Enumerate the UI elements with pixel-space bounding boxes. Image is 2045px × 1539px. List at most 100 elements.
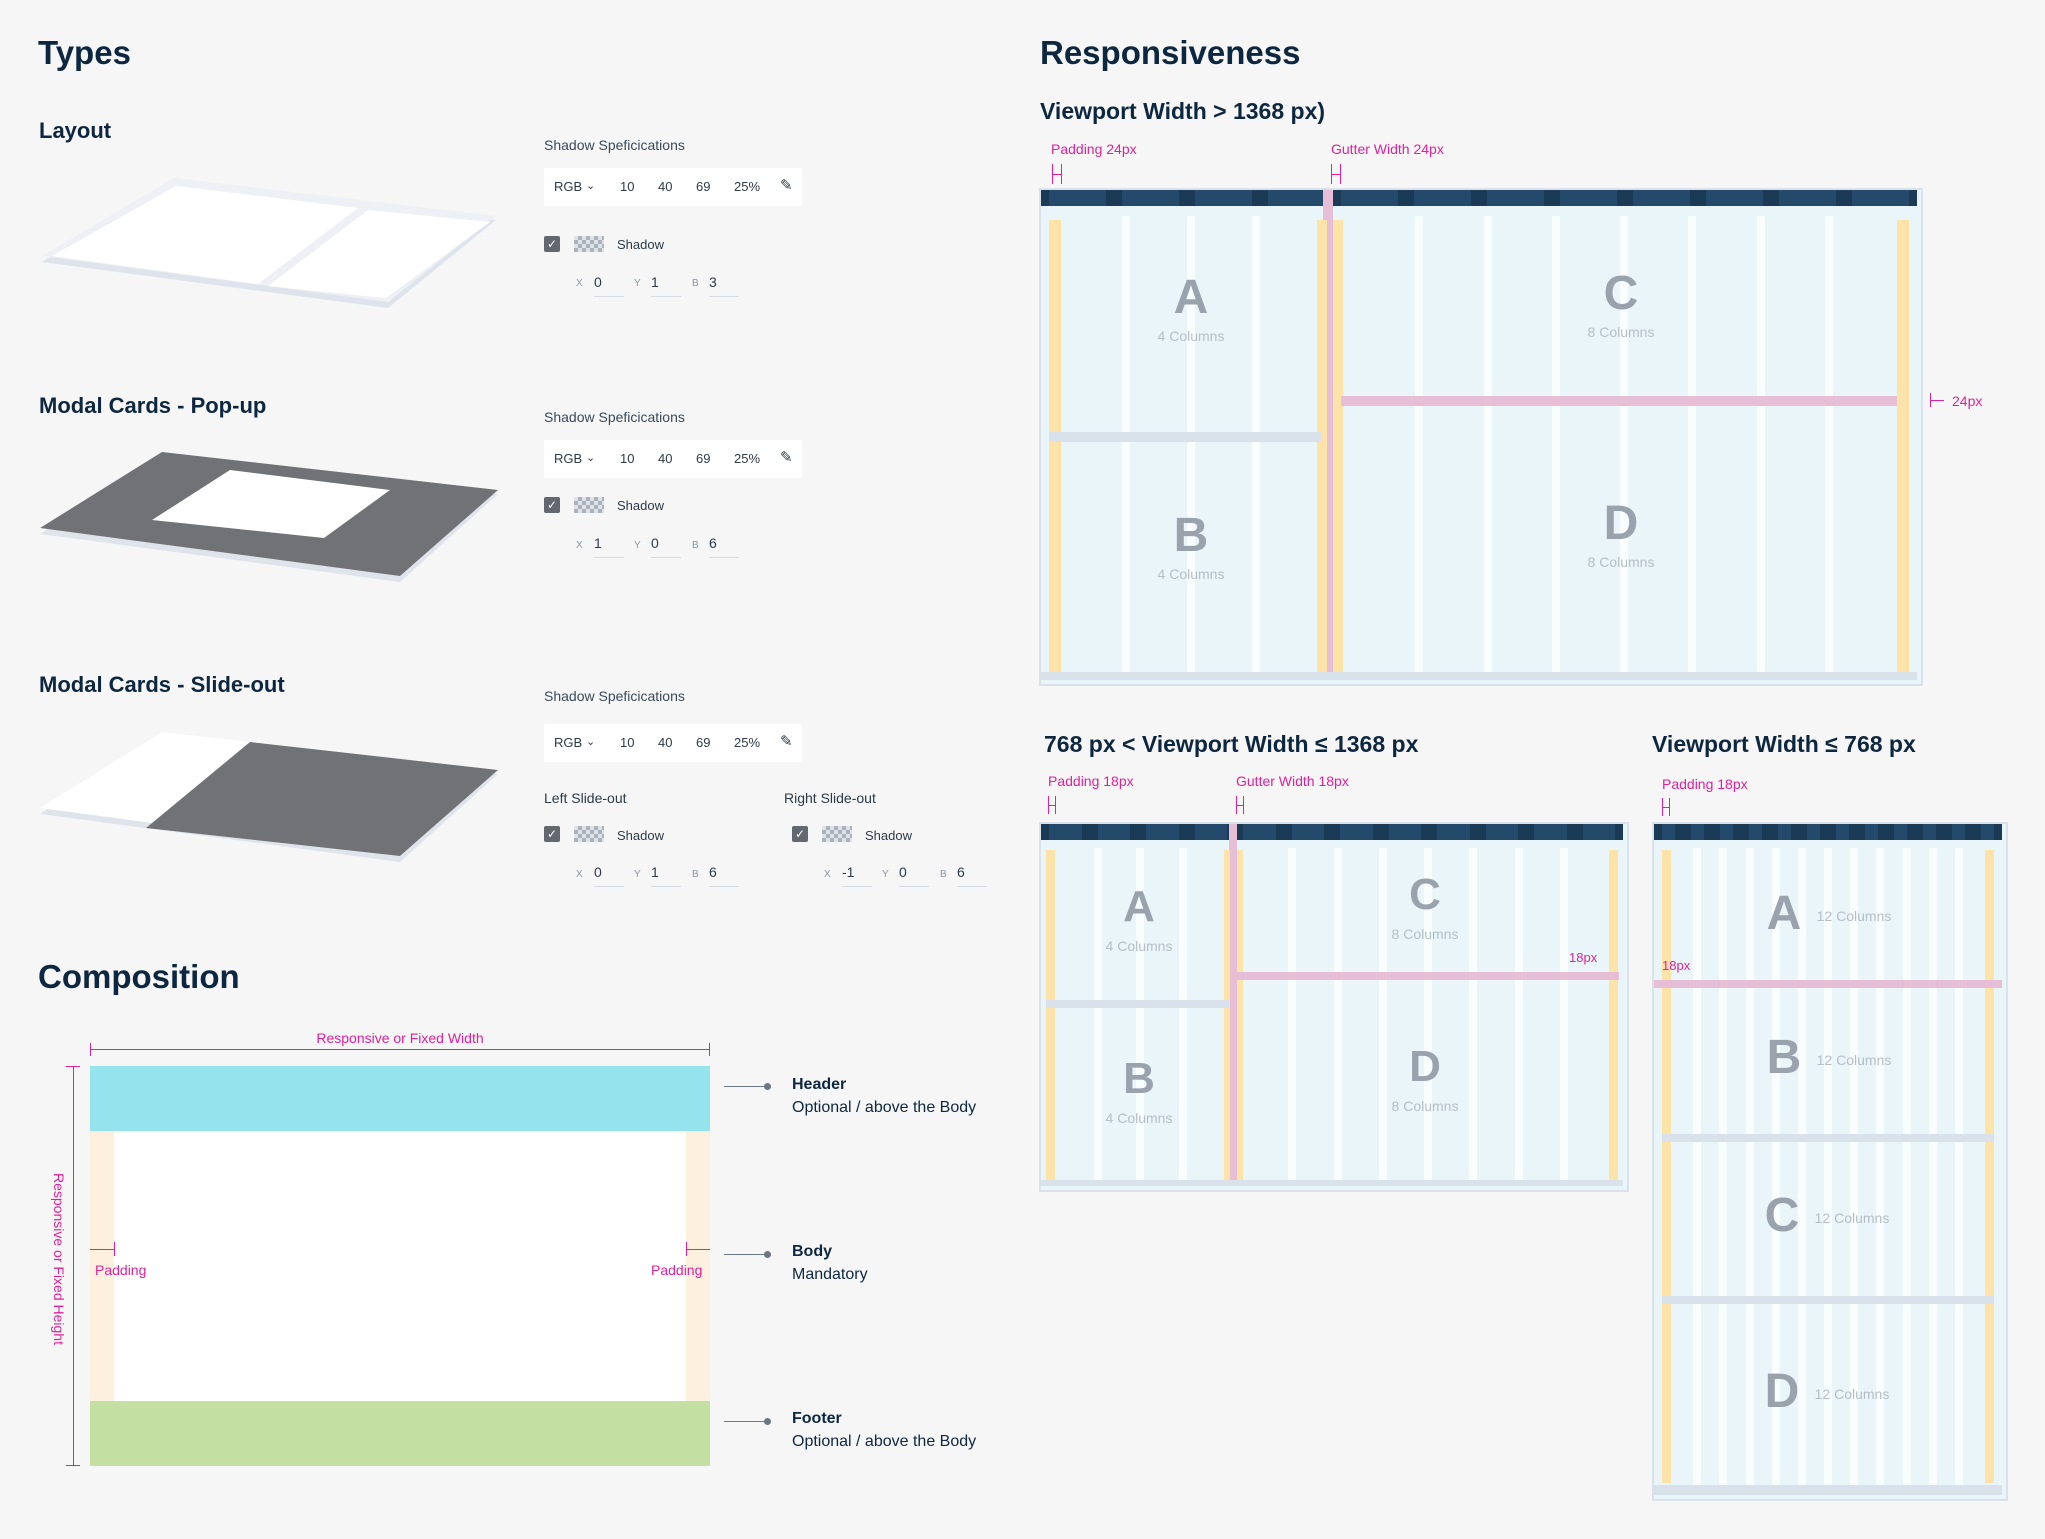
small-viewport-title: Viewport Width ≤ 768 px <box>1652 731 1916 757</box>
transparency-swatch-icon[interactable] <box>574 236 604 252</box>
slideout-color-input[interactable]: RGB ⌄ 10 40 69 25% ✎ <box>544 724 802 762</box>
top-bar-column <box>1836 824 1849 840</box>
footer-region <box>90 1401 710 1466</box>
top-bar <box>1041 190 1917 206</box>
slideout-illustration <box>40 732 498 862</box>
chevron-down-icon[interactable]: ⌄ <box>586 736 596 748</box>
gutter-vertical <box>1229 824 1237 1186</box>
color-mode[interactable]: RGB <box>554 735 583 750</box>
column-gutter <box>1876 848 1885 1485</box>
padding-left-region <box>90 1131 114 1401</box>
color-mode[interactable]: RGB <box>554 179 583 194</box>
eyedropper-icon[interactable]: ✎ <box>780 177 793 194</box>
layout-illustration <box>42 178 496 308</box>
column-gutter <box>1824 216 1833 672</box>
chevron-down-icon[interactable]: ⌄ <box>586 452 596 464</box>
shadow-label: Shadow <box>617 498 664 513</box>
rgba-g[interactable]: 40 <box>658 735 673 750</box>
eyedropper-icon[interactable]: ✎ <box>780 449 793 466</box>
left-shadow-x-input[interactable]: 0 <box>594 864 624 887</box>
column-gutter <box>1756 216 1765 672</box>
height-label: Responsive or Fixed Height <box>51 1144 67 1374</box>
shadow-checkbox[interactable]: ✓ <box>544 236 560 252</box>
padding-marker <box>1662 807 1670 808</box>
shadow-b-input[interactable]: 6 <box>709 535 739 558</box>
rgba-r[interactable]: 10 <box>620 179 635 194</box>
shadow-y-input[interactable]: 0 <box>651 535 681 558</box>
rgba-a[interactable]: 25% <box>734 735 761 750</box>
region-separator-ab <box>1049 432 1321 442</box>
column-gutter <box>1252 216 1260 672</box>
right-shadow-checkbox[interactable]: ✓ <box>792 826 808 842</box>
left-shadow-b-input[interactable]: 6 <box>709 864 739 887</box>
large-a-region-letter: A <box>1173 271 1209 324</box>
rgba-a[interactable]: 25% <box>734 179 761 194</box>
shadow-label: Shadow <box>865 828 912 843</box>
transparency-swatch-icon[interactable] <box>574 826 604 842</box>
small-padding-label: Padding 18px <box>1662 776 1748 792</box>
padding-right <box>1985 850 1994 1483</box>
top-bar-column <box>1414 190 1471 206</box>
large-padding-label: Padding 24px <box>1051 141 1137 157</box>
header-region <box>90 1066 710 1131</box>
rgba-g[interactable]: 40 <box>658 179 673 194</box>
large-d-region-letter: D <box>1603 497 1639 550</box>
rgba-r[interactable]: 10 <box>620 735 635 750</box>
right-shadow-x-input[interactable]: -1 <box>842 864 872 887</box>
region-separator-cd <box>1237 972 1619 980</box>
rgba-r[interactable]: 10 <box>620 451 635 466</box>
color-mode[interactable]: RGB <box>554 451 583 466</box>
rgba-b[interactable]: 69 <box>696 735 711 750</box>
left-shadow-y-input[interactable]: 1 <box>651 864 681 887</box>
y-label: Y <box>634 869 641 880</box>
small-c-region-columns: 12 Columns <box>1814 1210 1890 1226</box>
top-bar-column <box>1865 824 1878 840</box>
medium-padding-label: Padding 18px <box>1048 773 1134 789</box>
transparency-swatch-icon[interactable] <box>574 497 604 513</box>
rgba-b[interactable]: 69 <box>696 179 711 194</box>
top-bar-column <box>1923 824 1936 840</box>
layout-color-input[interactable]: RGB ⌄ 10 40 69 25% ✎ <box>544 168 802 206</box>
shadow-x-input[interactable]: 1 <box>594 535 624 558</box>
eyedropper-icon[interactable]: ✎ <box>780 733 793 750</box>
column-gutter <box>1719 848 1728 1485</box>
right-shadow-y-input[interactable]: 0 <box>899 864 929 887</box>
top-bar-column <box>1807 824 1820 840</box>
bottom-border <box>1654 1485 2002 1495</box>
column-gutter <box>1928 848 1937 1485</box>
right-shadow-b-input[interactable]: 6 <box>957 864 987 887</box>
padding-marker <box>90 1249 114 1250</box>
top-bar-column <box>1291 824 1324 840</box>
left-shadow-checkbox[interactable]: ✓ <box>544 826 560 842</box>
rgba-a[interactable]: 25% <box>734 451 761 466</box>
left-slideout-title: Left Slide-out <box>544 790 627 806</box>
region-separator-cd <box>1341 396 1897 406</box>
b-label: B <box>940 869 947 880</box>
popup-color-input[interactable]: RGB ⌄ 10 40 69 25% ✎ <box>544 440 802 478</box>
medium-c-region-letter: C <box>1409 870 1441 919</box>
transparency-swatch-icon[interactable] <box>822 826 852 842</box>
rgba-b[interactable]: 69 <box>696 451 711 466</box>
column-gutter <box>1688 216 1697 672</box>
body-callout-title: Body <box>792 1243 832 1260</box>
x-label: X <box>576 869 583 880</box>
slideout-title: Modal Cards - Slide-out <box>39 672 285 697</box>
shadow-y-input[interactable]: 1 <box>651 274 681 297</box>
chevron-down-icon[interactable]: ⌄ <box>586 180 596 192</box>
shadow-checkbox[interactable]: ✓ <box>544 497 560 513</box>
shadow-b-input[interactable]: 3 <box>709 274 739 297</box>
large-viewport-title: Viewport Width > 1368 px) <box>1040 98 1326 124</box>
top-bar-column <box>1122 190 1179 206</box>
column-gutter <box>1771 848 1780 1485</box>
rgba-g[interactable]: 40 <box>658 451 673 466</box>
composition-title: Composition <box>38 958 240 995</box>
top-bar-column <box>1852 190 1909 206</box>
shadow-x-input[interactable]: 0 <box>594 274 624 297</box>
gutter-left-pad <box>1317 220 1327 672</box>
top-bar-column <box>1485 824 1518 840</box>
padding-marker <box>1048 805 1056 806</box>
dimension-tick <box>709 1043 710 1056</box>
column-gutter <box>1902 848 1911 1485</box>
layout-spec-title: Shadow Speficications <box>544 137 685 153</box>
